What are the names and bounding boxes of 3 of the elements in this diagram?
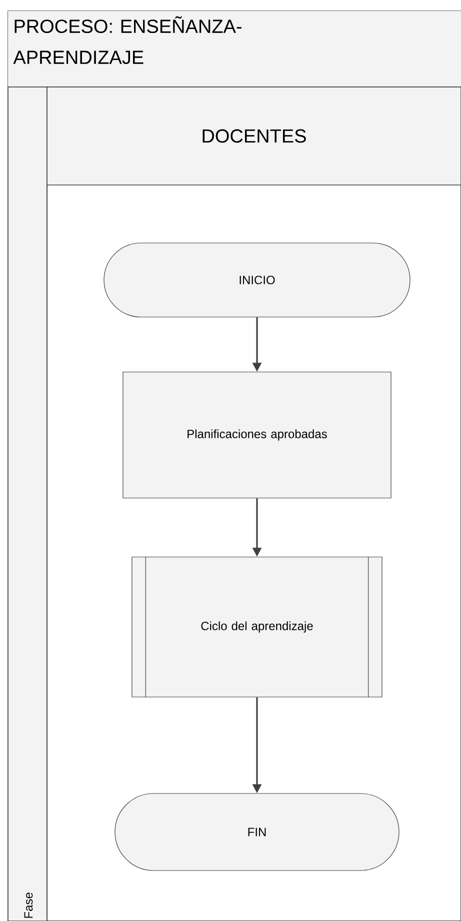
process-box: Planificaciones aprobadas: [122, 372, 392, 498]
subprocess-box: Ciclo del aprendizaje: [132, 556, 382, 698]
phase-band: Fase: [8, 86, 48, 921]
